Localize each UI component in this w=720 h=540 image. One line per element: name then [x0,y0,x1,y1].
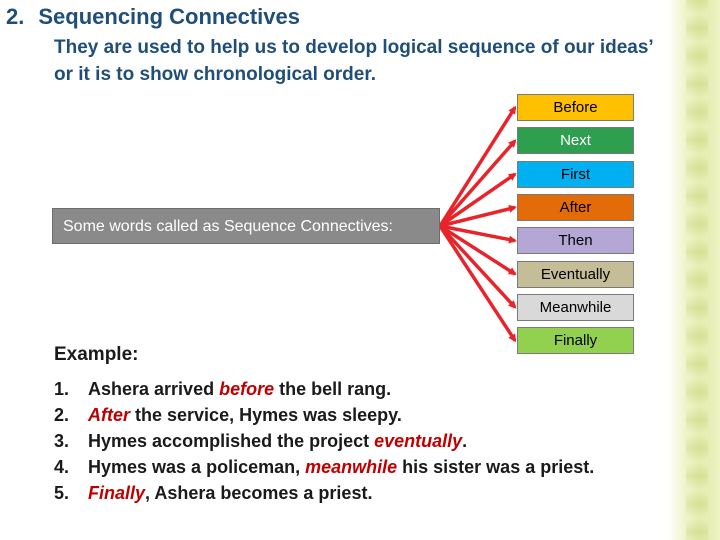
arrow-to-before [438,105,517,227]
highlighted-connective: eventually [374,431,463,451]
example-text: the bell rang. [274,379,392,399]
arrow-to-finally [438,225,517,343]
highlighted-connective: meanwhile [305,457,398,477]
example-number: 5. [54,483,70,503]
highlighted-connective: After [88,405,131,425]
example-text: . [462,431,468,451]
connective-first: First [517,160,634,188]
connective-after: After [517,193,634,221]
example-number: 3. [54,431,70,451]
connective-meanwhile: Meanwhile [517,293,634,321]
highlighted-connective: before [219,379,275,399]
example-text: Hymes was a policeman, [88,457,306,477]
arrow-to-next [438,139,517,228]
slide-heading: 2. Sequencing Connectives [6,4,300,30]
example-text: Ashera arrived [88,379,220,399]
description-text: They are used to help us to develop logi… [54,37,653,85]
arrow-to-meanwhile [438,224,517,309]
example-item: 5. Finally, Ashera becomes a priest. [54,480,594,506]
connective-next: Next [517,127,634,155]
example-number: 2. [54,405,70,425]
decorative-side-stripe [668,0,720,540]
example-item: 1. Ashera arrived before the bell rang. [54,376,594,402]
arrow-to-eventually [439,224,517,276]
connective-then: Then [517,227,634,255]
heading-title: Sequencing Connectives [38,4,300,29]
example-text: , Ashera becomes a priest. [145,483,373,503]
central-concept-box: Some words called as Sequence Connective… [52,208,440,244]
example-item: 3. Hymes accomplished the project eventua… [54,428,594,454]
connective-eventually: Eventually [517,260,634,288]
example-title: Example: [54,344,139,365]
heading-number: 2. [6,4,25,29]
example-text: the service, Hymes was sleepy. [130,405,402,425]
arrow-to-first [439,172,517,228]
example-text: Hymes accomplished the project [88,431,375,451]
example-number: 4. [54,457,70,477]
highlighted-connective: Finally [88,483,146,503]
example-number: 1. [54,379,70,399]
connective-before: Before [517,94,634,121]
connective-finally: Finally [517,327,634,355]
example-item: 2. After the service, Hymes was sleepy. [54,402,594,428]
example-text: his sister was a priest. [397,457,595,477]
example-list: 1. Ashera arrived before the bell rang. 2.… [54,376,594,506]
example-item: 4. Hymes was a policeman, meanwhile his s… [54,454,594,480]
arrow-to-then [439,224,517,244]
arrow-to-after [439,204,517,228]
